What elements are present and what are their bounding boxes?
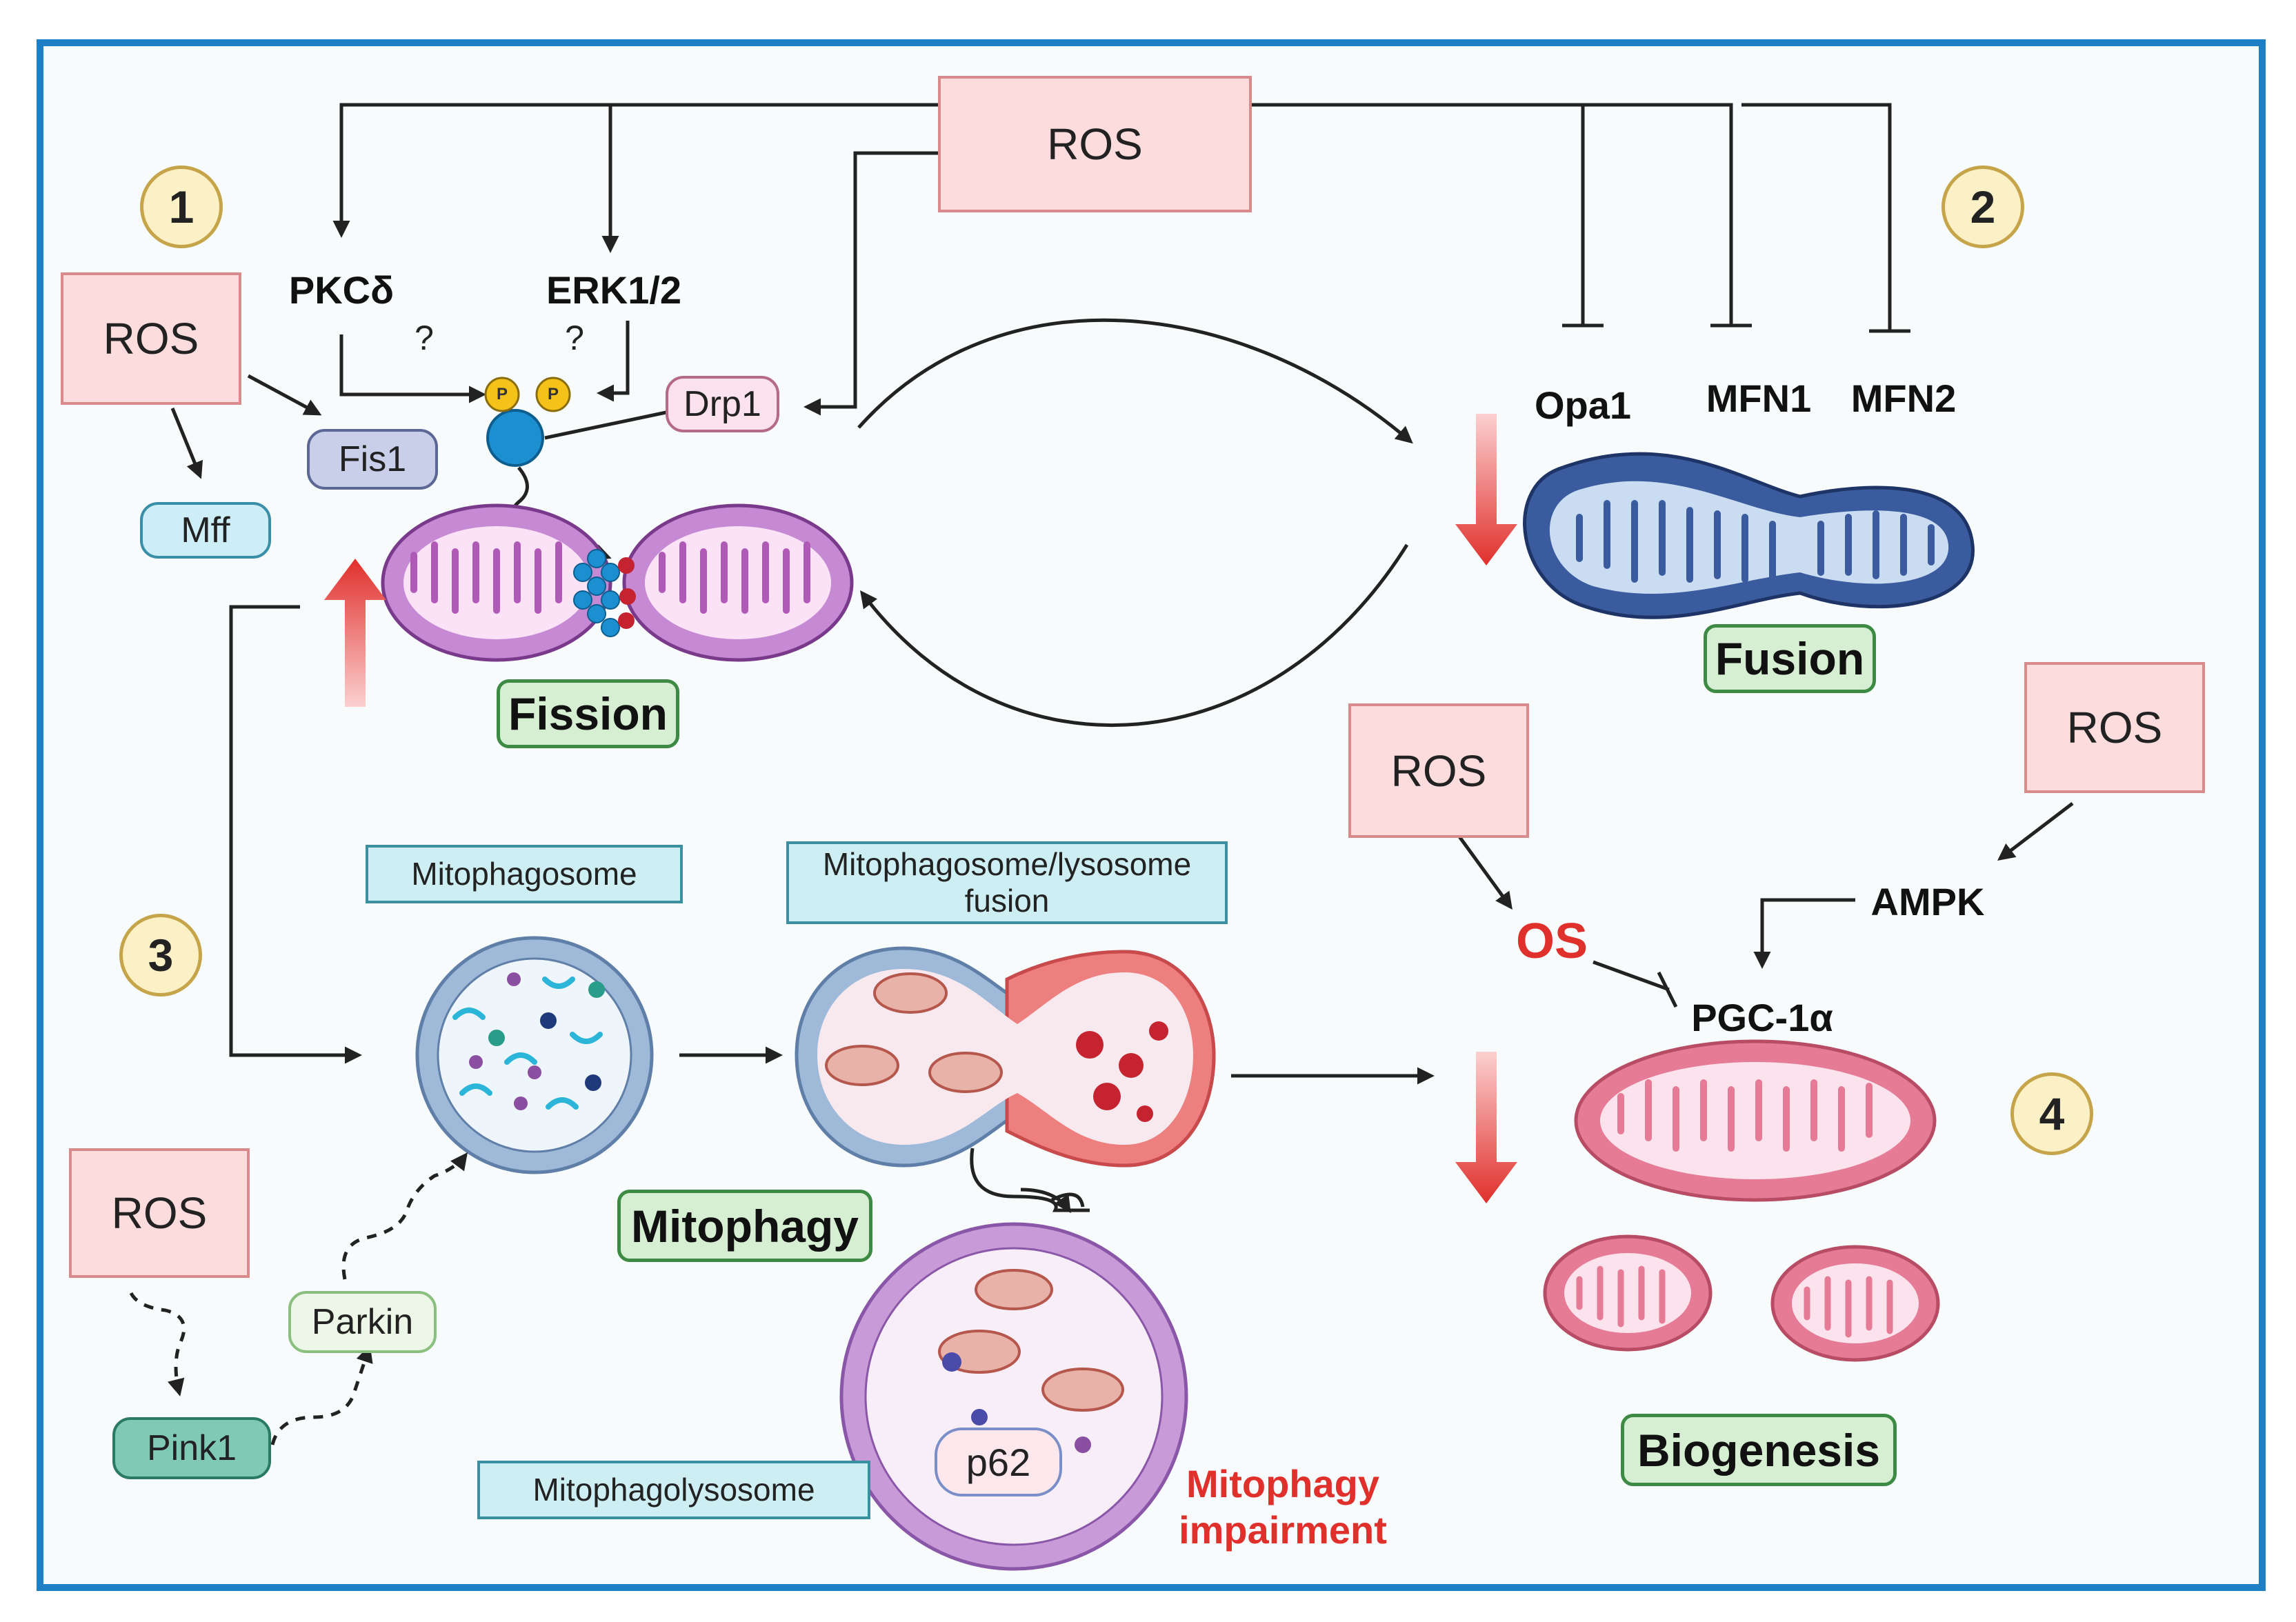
mitophagolysosome: [839, 1222, 1188, 1571]
mitophagosome-lysosome-fusion-label: Mitophagosome/lysosome fusion: [786, 841, 1228, 924]
ros-box-ampk: ROS: [2024, 662, 2205, 793]
pgc1a-label: PGC-1α: [1691, 995, 1833, 1039]
opa1-label: Opa1: [1534, 383, 1632, 427]
ros-box-fission: ROS: [61, 272, 241, 405]
drp1-pill: Drp1: [666, 376, 779, 432]
drp1-complex: [484, 377, 612, 561]
biogenesis-mitochondria: [1543, 1039, 1940, 1362]
pkc-question-mark: ?: [415, 319, 434, 357]
phosphate-label-2: P: [547, 385, 559, 403]
mitophagolysosome-label: Mitophagolysosome: [477, 1461, 870, 1519]
fission-fusion-cycle: [857, 318, 1413, 727]
ros-box-top: ROS: [938, 76, 1252, 212]
erk12-label: ERK1/2: [546, 268, 682, 312]
section-number-4: 4: [2010, 1072, 2093, 1155]
mfn1-label: MFN1: [1706, 377, 1812, 420]
p62-pill: p62: [935, 1428, 1062, 1496]
mitophagy-impairment-label: Mitophagy impairment: [1179, 1461, 1387, 1552]
fusion-mitochondrion: [1523, 452, 1975, 619]
mitophagy-title: Mitophagy: [617, 1190, 872, 1262]
biogenesis-title: Biogenesis: [1621, 1414, 1897, 1486]
red-indicator-arrows: [324, 414, 1517, 1203]
biogenesis-signalling: [1453, 802, 2074, 1008]
erk-question-mark: ?: [565, 319, 584, 357]
oxidative-stress-label: OS: [1515, 914, 1588, 969]
autolysosome-fusion: [795, 946, 1216, 1168]
fission-mitochondrion: [381, 503, 854, 662]
mitophagosome: [415, 936, 654, 1174]
ampk-label: AMPK: [1870, 880, 1985, 923]
fission-title: Fission: [497, 679, 679, 748]
ros-box-os: ROS: [1348, 703, 1529, 838]
parkin-pill: Parkin: [288, 1291, 437, 1353]
ros-box-pink1: ROS: [69, 1148, 250, 1278]
ros-top-connectors: [332, 103, 1910, 416]
fis1-pill: Fis1: [307, 429, 438, 490]
fission-to-mitophagosome-arrow: [229, 605, 362, 1064]
fusion-to-mitophagolysosome-arrowhead: [1020, 1188, 1071, 1214]
phosphate-label-1: P: [496, 385, 508, 403]
fusion-title: Fusion: [1704, 624, 1876, 693]
section-number-2: 2: [1941, 166, 2024, 248]
mitophagosome-label: Mitophagosome: [366, 845, 683, 903]
kinase-arrows: [170, 321, 677, 479]
section-number-3: 3: [119, 914, 202, 997]
pkc-delta-label: PKCδ: [288, 268, 395, 312]
section-number-1: 1: [140, 166, 223, 248]
mff-pill: Mff: [140, 502, 271, 559]
pink1-pill: Pink1: [112, 1417, 271, 1479]
pink1-parkin-pathway: [129, 1152, 468, 1445]
mfn2-label: MFN2: [1850, 377, 1957, 420]
